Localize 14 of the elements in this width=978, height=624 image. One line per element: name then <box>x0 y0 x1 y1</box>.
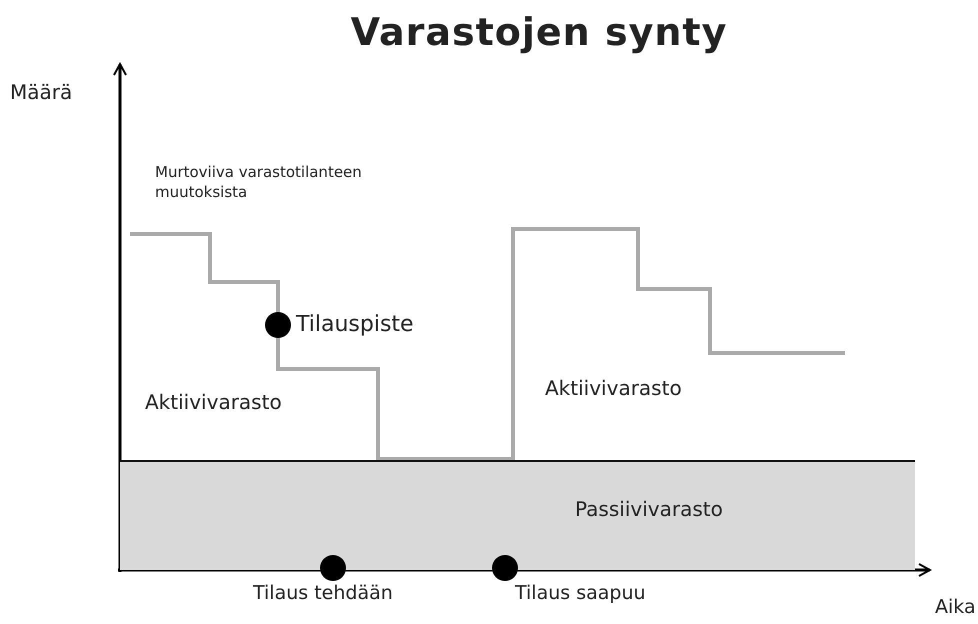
point-label: Tilauspiste <box>296 312 414 337</box>
region-label: Aktiivivarasto <box>145 390 282 414</box>
axis-label: Määrä <box>10 80 72 104</box>
region-label: Passiivivarasto <box>575 497 723 521</box>
point-label: Tilaus saapuu <box>515 582 646 604</box>
title: Varastojen synty <box>350 10 728 54</box>
region-label: Aktiivivarasto <box>545 376 682 400</box>
note: Murtoviiva varastotilanteen muutoksista <box>155 162 363 202</box>
point-marker <box>265 312 291 338</box>
point-marker <box>492 555 518 581</box>
point-marker <box>320 555 346 581</box>
point-label: Tilaus tehdään <box>253 582 393 604</box>
stock-band <box>120 460 915 570</box>
axis-label: Aika <box>935 596 976 618</box>
